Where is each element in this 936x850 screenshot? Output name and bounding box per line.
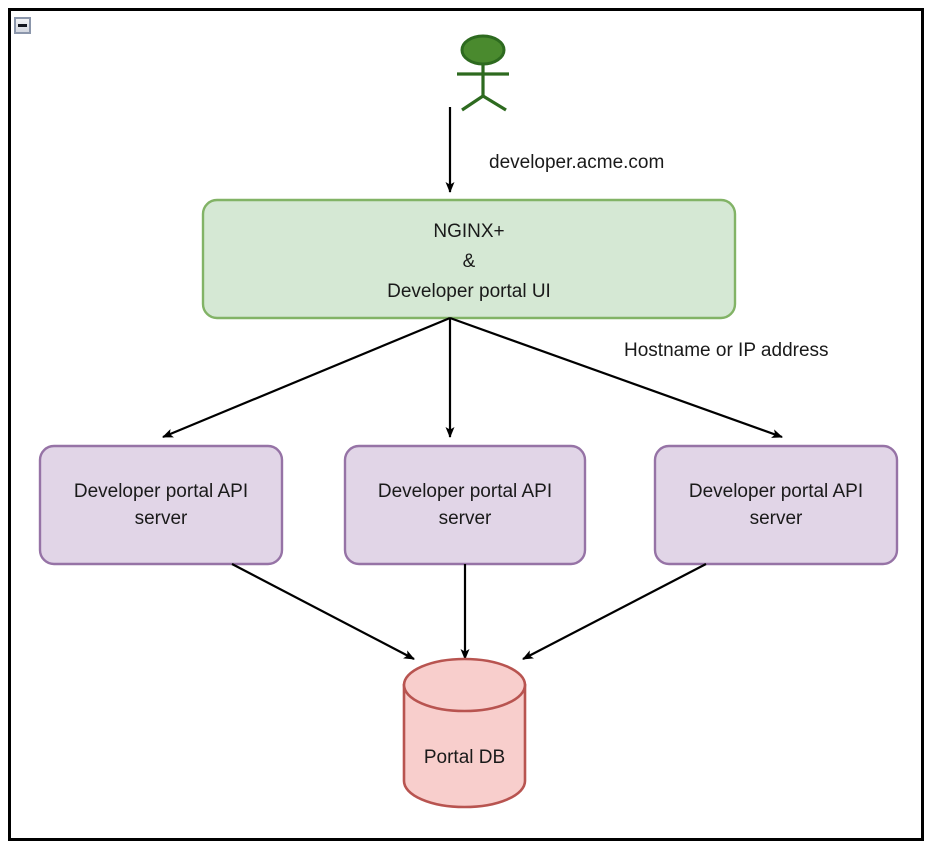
database-cylinder-icon	[402, 657, 527, 713]
minus-icon	[18, 24, 27, 27]
node-api-server-2-line1: Developer portal API	[378, 481, 552, 502]
node-nginx-ui-box	[201, 198, 737, 320]
node-api-server-1-line1: Developer portal API	[74, 481, 248, 502]
node-api-server-2-box	[343, 444, 587, 566]
edge-nginx-to-api-server-3	[449, 316, 783, 439]
node-api-server-1-box	[38, 444, 284, 566]
node-api-server-3-box	[653, 444, 899, 566]
edge-label-developer-acme-com: developer.acme.com	[489, 152, 664, 173]
node-api-server-2[interactable]: Developer portal API server	[343, 444, 587, 566]
node-api-server-3[interactable]: Developer portal API server	[653, 444, 899, 566]
actor-left-leg-line	[461, 94, 484, 112]
edge-api-server-1-to-db	[231, 563, 415, 660]
node-nginx-ui-line1: NGINX+	[433, 221, 504, 242]
node-api-server-1-line2: server	[135, 508, 188, 529]
node-portal-db-body	[402, 683, 527, 809]
edge-nginx-to-api-server-1	[162, 316, 451, 439]
edge-label-hostname-or-ip-address: Hostname or IP address	[624, 340, 829, 361]
node-nginx-ui-line2: &	[463, 251, 476, 272]
node-api-server-1[interactable]: Developer portal API server	[38, 444, 284, 566]
node-nginx-ui-line3: Developer portal UI	[387, 281, 551, 302]
actor-right-leg-line	[482, 94, 507, 112]
actor-head-icon	[460, 34, 506, 66]
user-actor[interactable]	[457, 34, 509, 112]
node-portal-db-label: Portal DB	[424, 747, 505, 768]
edge-api-server-3-to-db	[522, 563, 707, 660]
node-api-server-3-line2: server	[750, 508, 803, 529]
node-portal-db[interactable]: Portal DB	[402, 657, 527, 809]
node-api-server-2-line2: server	[439, 508, 492, 529]
collapse-button[interactable]	[14, 17, 31, 34]
node-nginx-ui[interactable]: NGINX+ & Developer portal UI	[201, 198, 737, 320]
node-api-server-3-line1: Developer portal API	[689, 481, 863, 502]
